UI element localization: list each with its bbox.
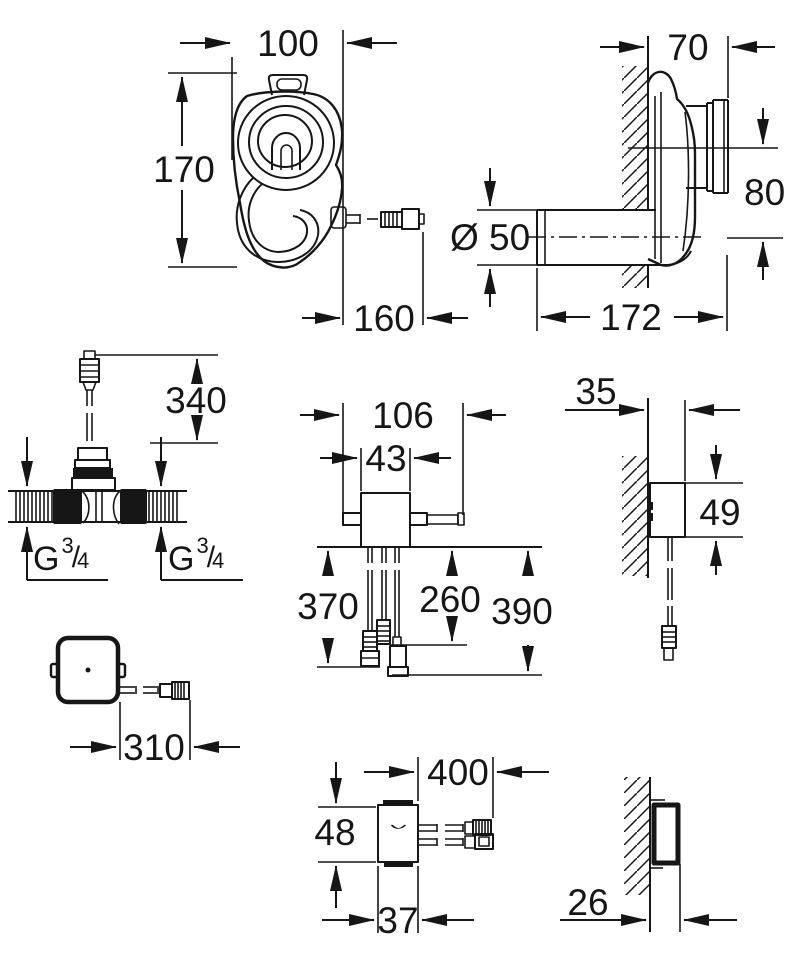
actuator-button <box>686 99 729 194</box>
mixer-cable-middle <box>376 547 391 645</box>
valve-cable <box>86 390 93 441</box>
dimension-pipe-length: 172 <box>536 255 728 338</box>
control-box-tab-left <box>49 662 60 679</box>
figure-solenoid-valve: 340 <box>8 350 243 581</box>
thread-label-left: G3/4 <box>33 533 89 578</box>
dimension-pipe-diameter: Ø 50 <box>450 168 537 307</box>
dim-label-260: 260 <box>419 579 481 620</box>
valve-body <box>8 447 187 525</box>
outlet-pipe <box>528 209 703 266</box>
valve-hex-right <box>120 489 147 524</box>
dim-label-170: 170 <box>153 149 215 190</box>
dimension-axis-offset: 80 <box>727 108 785 280</box>
power-box-body <box>377 804 419 863</box>
dimension-actuator-depth: 70 <box>600 27 775 98</box>
power-box-top-cap <box>383 800 413 806</box>
thread-label-right: G3/4 <box>168 533 224 578</box>
dim-label-37: 37 <box>377 900 418 941</box>
dimension-cable-370: 370 <box>297 550 380 668</box>
dimension-cable-390: 390 <box>392 550 553 676</box>
thread-callout-right: G3/4 <box>155 437 243 581</box>
control-box-cable <box>119 681 190 700</box>
dimension-power-height: 48 <box>314 762 376 908</box>
dim-label-80: 80 <box>744 172 785 213</box>
sensor-box-clip <box>647 502 653 510</box>
thread-right <box>148 492 178 521</box>
dimension-trap-cable: 160 <box>302 232 468 339</box>
thread-left <box>15 492 53 521</box>
dim-label-400: 400 <box>427 752 489 793</box>
dimension-power-width: 37 <box>322 866 474 941</box>
figure-waste-trap-front: 100 170 160 <box>153 23 468 339</box>
dim-label-diameter-50: Ø 50 <box>450 217 530 258</box>
dim-label-49: 49 <box>699 492 740 533</box>
dim-label-390: 390 <box>491 591 553 632</box>
power-cable-top <box>418 819 492 836</box>
mixer-cable-right <box>387 547 409 677</box>
mixer-cable-left <box>360 547 380 667</box>
mixer-outlet-cap <box>457 512 465 526</box>
dimension-power-cable: 400 <box>364 752 549 818</box>
dimension-cable-260: 260 <box>390 550 481 646</box>
dimension-control-cable: 310 <box>70 700 240 768</box>
dim-label-48: 48 <box>314 812 355 853</box>
dimension-cover-depth: 26 <box>560 882 737 926</box>
figure-control-box: 310 <box>49 635 240 768</box>
dim-label-160: 160 <box>353 298 415 339</box>
sensor-cable <box>661 537 677 661</box>
dim-label-26: 26 <box>567 882 608 923</box>
dim-label-100: 100 <box>257 23 319 64</box>
wall-hatching <box>622 66 648 210</box>
actuator-body-contours <box>654 92 690 263</box>
dim-label-310: 310 <box>123 727 185 768</box>
trap-top-tab <box>267 74 309 96</box>
figure-actuator-side: Ø 50 70 80 172 <box>450 27 785 338</box>
dimension-valve-cable: 340 <box>95 354 227 444</box>
mixer-tab-right <box>409 512 428 526</box>
figure-mixer-body: 106 43 370 260 390 <box>297 395 553 677</box>
power-cable-bottom <box>418 833 494 850</box>
control-box-tab-right <box>116 662 127 679</box>
wall-hatching <box>624 777 650 895</box>
valve-cartridge <box>81 490 121 525</box>
dimension-trap-width: 100 <box>180 23 397 325</box>
dim-label-43: 43 <box>365 438 406 479</box>
dim-label-70: 70 <box>667 27 708 68</box>
dim-label-370: 370 <box>297 586 359 627</box>
dimension-trap-height: 170 <box>153 72 237 268</box>
actuator-body-outline <box>646 70 697 267</box>
control-box-led <box>85 667 91 673</box>
mixer-body <box>360 492 411 548</box>
valve-cable-connector <box>79 350 100 391</box>
wall-hatching <box>622 456 648 576</box>
dim-label-340: 340 <box>165 380 227 421</box>
sensor-box-clip <box>647 513 653 521</box>
trap-cable-connector <box>367 208 425 230</box>
figure-sensor-box: 35 49 <box>565 371 743 661</box>
dim-label-35: 35 <box>575 371 616 412</box>
power-box-bottom-cap <box>384 862 413 867</box>
mixer-tab-left <box>342 512 362 526</box>
cover-plate-body <box>651 802 681 866</box>
grohe-logo <box>391 824 406 829</box>
dimension-mixer-body-width: 43 <box>320 438 451 491</box>
wall-hatching-below-pipe <box>622 266 648 288</box>
dim-label-172: 172 <box>600 297 662 338</box>
dim-label-106: 106 <box>372 395 434 436</box>
figure-cover-plate: 26 <box>560 777 737 932</box>
sensor-box-body <box>649 482 686 538</box>
trap-cable-gland <box>330 206 361 229</box>
thread-callout-left: G3/4 <box>21 437 108 581</box>
figure-power-box: 48 37 400 <box>314 752 549 941</box>
dimension-sensor-depth: 35 <box>565 371 740 481</box>
trap-coil-tail <box>235 176 320 263</box>
dimension-sensor-height: 49 <box>685 445 743 575</box>
trap-top-tab-slot <box>276 78 302 91</box>
mixer-outlet <box>426 514 459 525</box>
trap-coil-rings <box>237 95 335 191</box>
valve-hex-left <box>53 489 82 524</box>
